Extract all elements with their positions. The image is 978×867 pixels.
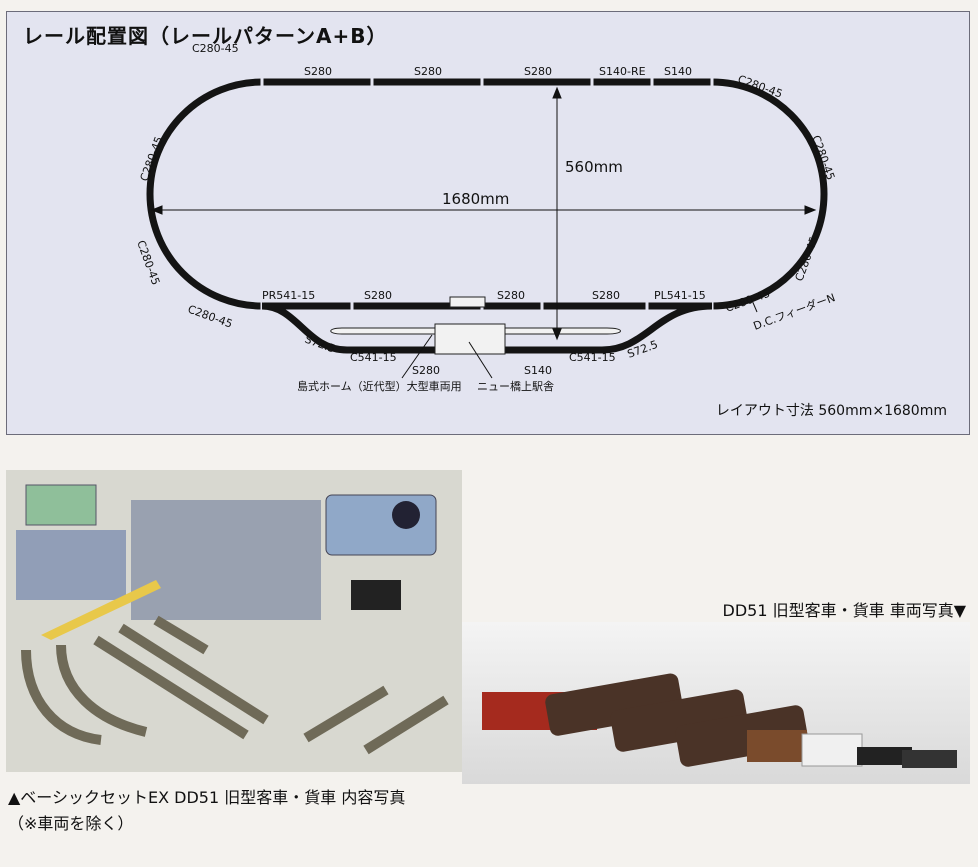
- ac-adapter: [351, 580, 401, 610]
- station-building: [434, 296, 506, 355]
- set-contents-illustration: [16, 484, 449, 755]
- station-kit: [25, 484, 97, 526]
- track-layout-diagram: 1680mm 560mm C280-45 S280 S280 S280 S140…: [134, 42, 837, 393]
- label-top-s140: S140: [664, 65, 692, 78]
- label-pl541: PL541-15: [654, 289, 706, 302]
- rerailer: [41, 580, 161, 640]
- label-s72-left: S72.5: [303, 333, 337, 356]
- siding-track: [261, 302, 713, 354]
- height-label: 560mm: [565, 158, 623, 176]
- label-left-curve-1: C280-45: [138, 135, 166, 183]
- label-bot-s280-2: S280: [497, 289, 525, 302]
- label-right-curve-2: C280-45: [793, 235, 821, 283]
- footbridge-kit: [16, 530, 126, 600]
- vehicle-illustration: [482, 673, 957, 768]
- dimension-arrows: [150, 86, 817, 341]
- label-top-s280-3: S280: [524, 65, 552, 78]
- lumber-car: [902, 750, 957, 768]
- label-left-curve-3: C280-45: [186, 303, 234, 331]
- vehicle-photo: [462, 622, 970, 784]
- label-right-curve-1: C280-45: [809, 134, 837, 182]
- label-top-s140re: S140-RE: [599, 65, 646, 78]
- label-top-s280-2: S280: [414, 65, 442, 78]
- layout-title: レール配置図（レールパターンA+B）: [23, 24, 388, 48]
- passenger-car-2: [610, 689, 749, 752]
- label-top-s280-1: S280: [304, 65, 332, 78]
- flat-car: [857, 747, 912, 765]
- label-pr541: PR541-15: [262, 289, 315, 302]
- set-contents-note: （※車両を除く）: [8, 814, 134, 833]
- label-c541-left: C541-15: [350, 351, 397, 364]
- platform-leader: [401, 334, 433, 379]
- label-platform: 島式ホーム（近代型）大型車両用: [297, 379, 462, 393]
- label-bot-s280-3: S280: [592, 289, 620, 302]
- station-leader: [468, 341, 493, 379]
- label-s280-inner: S280: [412, 364, 440, 377]
- layout-dimensions-caption: レイアウト寸法 560mm×1680mm: [715, 403, 947, 419]
- controller-knob: [392, 501, 420, 529]
- layout-diagram-panel: レール配置図（レールパターンA+B） 1680mm 560: [6, 11, 970, 435]
- controller: [325, 494, 437, 556]
- label-bot-s280-1: S280: [364, 289, 392, 302]
- label-station: ニュー橋上駅舎: [477, 379, 554, 393]
- passenger-car-1: [545, 673, 683, 736]
- label-right-curve-3: C280-45: [724, 287, 772, 315]
- freight-box-car: [747, 730, 807, 762]
- vehicle-caption: DD51 旧型客車・貨車 車両写真▼: [722, 601, 966, 620]
- label-left-curve-2: C280-45: [134, 239, 162, 287]
- feeder-arrow: [750, 297, 758, 313]
- set-contents-photo: [6, 470, 462, 772]
- rail-pieces: [21, 615, 449, 755]
- platform-parts: [131, 500, 321, 620]
- label-top-left-curve: C280-45: [192, 42, 239, 55]
- refrigerator-car: [801, 733, 863, 767]
- label-s140-inner: S140: [524, 364, 552, 377]
- width-label: 1680mm: [442, 190, 509, 208]
- set-contents-caption: ▲ベーシックセットEX DD51 旧型客車・貨車 内容写真: [8, 788, 406, 807]
- label-c541-right: C541-15: [569, 351, 616, 364]
